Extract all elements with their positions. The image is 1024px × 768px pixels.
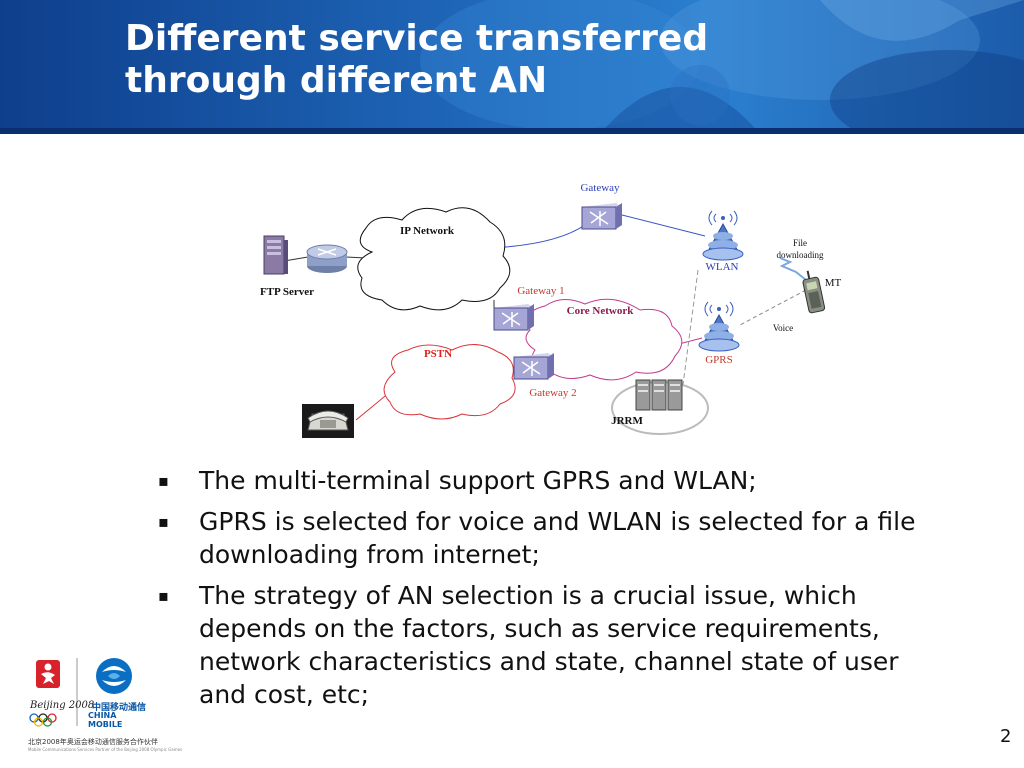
slide-title: Different service transferred through di…	[125, 18, 708, 102]
wlan-base-station-icon	[702, 210, 744, 261]
telephone-icon	[302, 404, 354, 438]
gateway2-label: Gateway 2	[529, 387, 576, 399]
mt-label: MT	[825, 277, 842, 289]
router-icon	[306, 244, 348, 273]
china-mobile-en-text: CHINA MOBILE	[88, 711, 123, 729]
slide-header: Different service transferred through di…	[0, 0, 1024, 134]
ftp-server-label: FTP Server	[260, 286, 314, 298]
ip-network-label: IP Network	[400, 225, 455, 237]
china-mobile-cn-text: 中国移动通信	[92, 703, 147, 713]
pstn-label: PSTN	[424, 348, 452, 360]
mobile-phone-icon	[802, 270, 826, 314]
wlan-jrrm-link	[682, 269, 699, 386]
ftp-server-icon	[263, 235, 288, 275]
gateway-icon	[581, 203, 622, 230]
beijing-2008-text: Beijing 2008	[30, 700, 95, 711]
gprs-base-station-icon	[698, 301, 740, 352]
partner-caption-en: Mobile Communications Services Partner o…	[28, 747, 183, 752]
file-downloading-label-2: downloading	[777, 250, 824, 260]
pstn-cloud	[383, 344, 516, 420]
voice-label: Voice	[773, 323, 793, 333]
china-mobile-logo	[96, 658, 132, 694]
bullet-item: The multi-terminal support GPRS and WLAN…	[158, 464, 918, 497]
gateway-label: Gateway	[580, 182, 620, 194]
file-downloading-label-1: File	[793, 238, 807, 248]
mt-gprs-link	[739, 289, 807, 326]
partner-caption-cn: 北京2008年奥运会移动通信服务合作伙伴	[28, 738, 158, 746]
header-decoration	[420, 0, 1024, 134]
ip-network-cloud	[357, 207, 511, 311]
gateway1-label: Gateway 1	[517, 285, 564, 297]
logo-graphics	[29, 658, 132, 727]
page-number: 2	[1000, 726, 1012, 747]
bullet-item: The strategy of AN selection is a crucia…	[158, 579, 918, 711]
bullet-item: GPRS is selected for voice and WLAN is s…	[158, 505, 918, 571]
slide-title-line2: through different AN	[125, 60, 548, 101]
jrrm-server-icon	[635, 379, 683, 411]
jrrm-label: JRRM	[611, 415, 643, 427]
gateway-wlan-link	[621, 214, 706, 237]
sponsor-logos: Beijing 2008 中国移动通信 CHINA MOBILE 北京2008年…	[24, 650, 182, 755]
wlan-mt-link	[779, 257, 807, 281]
bullet-list: The multi-terminal support GPRS and WLAN…	[158, 464, 918, 719]
gprs-label: GPRS	[705, 354, 733, 366]
beijing-2008-logo	[29, 660, 60, 727]
slide-title-line1: Different service transferred	[125, 18, 709, 59]
phone-pstn-link	[355, 391, 391, 421]
gateway1-icon	[493, 304, 534, 331]
gateway2-icon	[513, 353, 554, 380]
wlan-label: WLAN	[706, 261, 739, 273]
header-rule	[0, 128, 1024, 134]
core-network-label: Core Network	[567, 305, 635, 317]
network-diagram: Gateway IP Network File downloading WLAN…	[260, 182, 842, 438]
